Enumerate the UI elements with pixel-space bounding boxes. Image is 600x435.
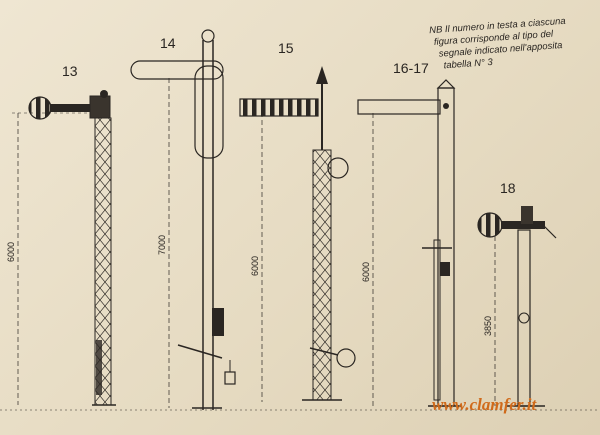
note-line-4: tabella N° 3: [443, 57, 494, 71]
figure-15-finial: [316, 66, 328, 84]
figure-14-arm: [130, 60, 224, 80]
figure-18: 18 3850: [477, 180, 557, 407]
figure-15-number: 15: [278, 40, 294, 56]
watermark: www.clamfer.it: [432, 395, 537, 414]
figure-18-mast: [517, 229, 531, 407]
figure-15-mast: [312, 149, 332, 401]
figure-16-17-number: 16-17: [393, 60, 429, 76]
figure-14-number: 14: [160, 35, 176, 51]
figure-13-number: 13: [62, 63, 78, 79]
figure-13: 13 6000: [6, 63, 116, 406]
figure-14: 14 7000: [130, 29, 236, 410]
figure-15-lamp: [327, 157, 349, 179]
figure-14-lever: [177, 344, 223, 359]
figure-13-disc: [28, 96, 52, 120]
figure-18-number: 18: [500, 180, 516, 196]
figure-18-disc: [477, 212, 503, 238]
note: NB Il numero in testa a ciascuna figura …: [429, 16, 566, 72]
figure-15-height: 6000: [250, 256, 260, 276]
figure-16-17-lamp: [440, 262, 450, 276]
figure-16-17-arm: [357, 99, 441, 115]
figure-13-arm: [50, 104, 96, 112]
figure-13-height: 6000: [6, 242, 16, 262]
figure-18-arm: [501, 221, 545, 229]
figure-14-counterweight-plate: [194, 65, 224, 159]
figure-14-height: 7000: [157, 235, 167, 255]
figure-16-17: 16-17 6000: [357, 60, 462, 407]
figure-15-counterweight: [336, 348, 356, 368]
figure-18-height: 3850: [483, 316, 493, 336]
figure-14-lamp: [212, 308, 224, 336]
figure-15: 15 6000: [239, 40, 356, 402]
figure-16-17-height: 6000: [361, 262, 371, 282]
figure-15-arm: [239, 98, 319, 117]
